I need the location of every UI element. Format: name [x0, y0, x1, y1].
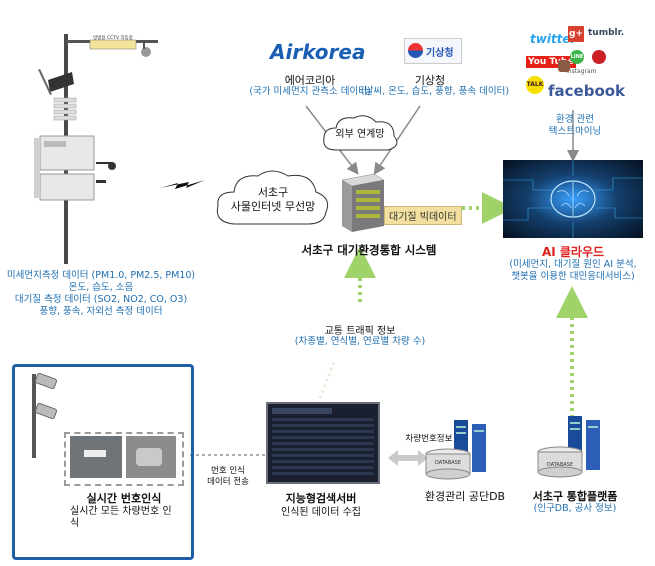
social-logo-cluster: twitter g+ tumblr. You Tube LINE Instagr… — [522, 22, 626, 106]
iot-network-cloud — [216, 170, 329, 225]
plate-photo-2 — [126, 436, 176, 478]
twitter-logo: twitter — [530, 32, 577, 46]
kma-subtitle: (날씨, 온도, 습도, 풍향, 풍속 데이터) — [360, 86, 510, 97]
airkorea-subtitle: (국가 미세먼지 관측소 데이터) — [249, 86, 371, 97]
google-plus-logo: g+ — [568, 26, 584, 42]
social-caption-line: 텍스트마이닝 — [548, 126, 602, 137]
platform-db-icon — [537, 416, 600, 478]
plate-recognition-title: 실시간 번호인식 — [86, 492, 162, 505]
social-caption: 환경 관련 텍스트마이닝 — [540, 114, 610, 138]
transfer-label-line: 번호 인식 — [211, 466, 245, 476]
search-server-monitor — [266, 402, 380, 484]
env-db-label: DATABASE — [434, 460, 462, 466]
kma-title: 기상청 — [414, 74, 446, 87]
traffic-title: 교통 트래픽 정보 — [324, 326, 396, 337]
facebook-logo: facebook — [548, 82, 626, 100]
traffic-subtitle: (차종별, 연식별, 연료별 차량 수) — [294, 336, 426, 347]
search-server-subtitle: 인식된 데이터 수집 — [281, 507, 361, 518]
central-server-icon — [341, 173, 385, 232]
airkorea-title: 에어코리아 — [284, 74, 336, 87]
monitor-screen-content — [272, 408, 374, 475]
ai-cloud-subtitle: (미세먼지, 대기질 원인 AI 분석, 챗봇을 이용한 대민응대서비스) — [488, 259, 655, 283]
search-env-db-double-arrow — [388, 450, 428, 466]
airkorea-logo: Airkorea — [270, 40, 366, 64]
sensor-caption-line: 온도, 습도, 소음 — [68, 282, 134, 293]
external-network-label: 외부 연계망 — [335, 129, 385, 140]
plate-recognition-subtitle: 실시간 모든 차량번호 인 식 — [64, 506, 194, 530]
kma-logo: 기상청 — [404, 38, 462, 64]
vehicle-info-label: 차량번호정보 — [405, 434, 453, 444]
kma-logo-text: 기상청 — [426, 48, 454, 59]
instagram-logo: Instagram — [566, 68, 597, 75]
sensor-pole-illustration — [34, 34, 158, 264]
pinterest-logo-icon — [592, 50, 606, 64]
sensor-caption-line: 대기질 측정 데이터 (SO2, NO2, CO, O3) — [14, 294, 188, 305]
transfer-label: 번호 인식 데이터 전송 — [190, 466, 266, 488]
platform-subtitle: (인구DB, 공사 정보) — [533, 503, 617, 514]
plate-photo-1 — [70, 436, 122, 478]
plate-photo-box — [64, 432, 184, 486]
ai-brain-icon — [503, 160, 643, 238]
cctv-camera-icon — [32, 372, 58, 458]
ai-cloud-title: AI 클라우드 — [541, 245, 605, 259]
car-icon — [136, 448, 162, 466]
kma-emblem-icon — [408, 43, 423, 58]
sensor-caption-line: 미세먼지측정 데이터 (PM1.0, PM2.5, PM10) — [6, 270, 196, 281]
sensor-caption: 미세먼지측정 데이터 (PM1.0, PM2.5, PM10) 온도, 습도, … — [6, 270, 196, 318]
wireless-lightning-icon — [160, 180, 205, 189]
platform-db-label: DATABASE — [546, 462, 574, 468]
external-network-cloud — [323, 115, 398, 151]
transfer-label-line: 데이터 전송 — [207, 477, 249, 487]
ai-brain-image — [503, 160, 643, 238]
tumblr-logo: tumblr. — [588, 28, 625, 38]
kma-to-server-arrow — [373, 105, 421, 175]
central-system-title: 서초구 대기환경통합 시스템 — [301, 243, 437, 257]
ai-cloud-subtitle-line: (미세먼지, 대기질 원인 AI 분석, — [509, 259, 637, 270]
license-plate-icon — [84, 450, 106, 457]
iot-network-label-line: 서초구 — [257, 186, 289, 199]
env-db-icon — [425, 420, 486, 480]
search-server-title: 지능형검색서버 — [285, 492, 357, 505]
sensor-caption-line: 풍향, 풍속, 자외선 측정 데이터 — [39, 306, 163, 317]
platform-title: 서초구 통합플랫폼 — [532, 490, 618, 503]
sensor-station: 방범용 CCTV 작동중 — [20, 26, 160, 266]
plate-recognition-subtitle-line: 식 — [70, 518, 80, 529]
kakaotalk-logo: TALK — [526, 76, 544, 94]
search-to-traffic-line — [318, 359, 337, 399]
social-caption-line: 환경 관련 — [556, 114, 594, 125]
plate-recognition-frame — [12, 364, 194, 560]
env-db-title: 환경관리 공단DB — [424, 490, 506, 503]
iot-network-label: 서초구 사물인터넷 무선망 — [212, 186, 334, 214]
instagram-camera-icon — [558, 60, 570, 72]
sensor-sign-text: 방범용 CCTV 작동중 — [93, 36, 133, 41]
plate-recognition-subtitle-line: 실시간 모든 차량번호 인 — [70, 506, 172, 517]
bigdata-badge: 대기질 빅데이터 — [384, 206, 462, 225]
iot-network-label-line: 사물인터넷 무선망 — [230, 200, 316, 213]
ai-cloud-subtitle-line: 챗봇을 이용한 대민응대서비스) — [511, 271, 635, 282]
line-logo: LINE — [570, 50, 584, 64]
